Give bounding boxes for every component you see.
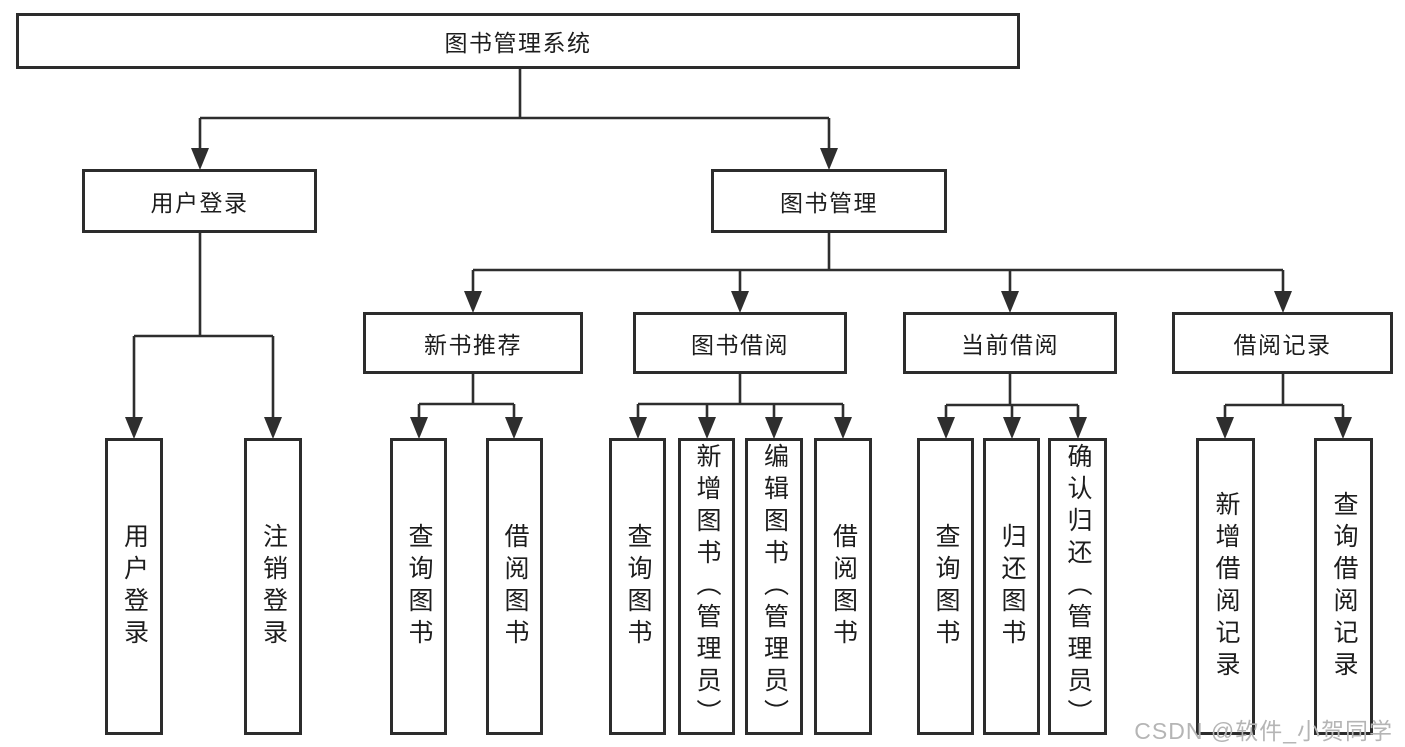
leaf-label: 归还图书	[998, 522, 1026, 651]
node-label: 用户登录	[150, 190, 249, 216]
node-label: 图书管理系统	[444, 30, 592, 56]
csdn-watermark: CSDN @软件_小贺同学	[1134, 718, 1393, 744]
node-user-login: 用户登录	[82, 169, 317, 233]
node-book-management: 图书管理	[711, 169, 947, 233]
leaf-label: 新增图书（管理员）	[693, 442, 721, 731]
leaf-label: 查询图书	[932, 522, 960, 651]
leaf-label: 注销登录	[259, 522, 288, 651]
leaf-label: 查询图书	[624, 522, 652, 651]
leaf-label: 确认归还（管理员）	[1064, 442, 1092, 731]
leaf-logout: 注销登录	[244, 438, 302, 735]
leaf-query-books-recommend: 查询图书	[390, 438, 447, 735]
node-label: 当前借阅	[961, 332, 1059, 358]
node-label: 新书推荐	[424, 332, 522, 358]
leaf-label: 用户登录	[120, 522, 149, 651]
node-label: 图书借阅	[691, 332, 789, 358]
leaf-query-borrow-record: 查询借阅记录	[1314, 438, 1373, 735]
node-label: 借阅记录	[1233, 332, 1332, 358]
leaf-confirm-return-admin: 确认归还（管理员）	[1048, 438, 1107, 735]
node-borrowing-records: 借阅记录	[1172, 312, 1393, 374]
leaf-edit-book-admin: 编辑图书（管理员）	[745, 438, 803, 735]
node-library-management-system: 图书管理系统	[16, 13, 1020, 69]
leaf-label: 编辑图书（管理员）	[760, 442, 789, 731]
leaf-label: 新增借阅记录	[1212, 490, 1240, 683]
leaf-label: 查询图书	[405, 522, 433, 651]
leaf-query-books-borrowing: 查询图书	[609, 438, 666, 735]
leaf-borrow-books: 借阅图书	[814, 438, 872, 735]
leaf-label: 借阅图书	[829, 522, 858, 651]
leaf-query-books-current: 查询图书	[917, 438, 974, 735]
leaf-label: 查询借阅记录	[1330, 490, 1358, 683]
node-new-book-recommend: 新书推荐	[363, 312, 583, 374]
node-current-borrowing: 当前借阅	[903, 312, 1117, 374]
node-book-borrowing: 图书借阅	[633, 312, 847, 374]
leaf-add-book-admin: 新增图书（管理员）	[678, 438, 735, 735]
leaf-user-login: 用户登录	[105, 438, 163, 735]
leaf-label: 借阅图书	[501, 522, 529, 651]
leaf-borrow-books-recommend: 借阅图书	[486, 438, 543, 735]
node-label: 图书管理	[780, 190, 878, 216]
leaf-add-borrow-record: 新增借阅记录	[1196, 438, 1255, 735]
leaf-return-books: 归还图书	[983, 438, 1040, 735]
